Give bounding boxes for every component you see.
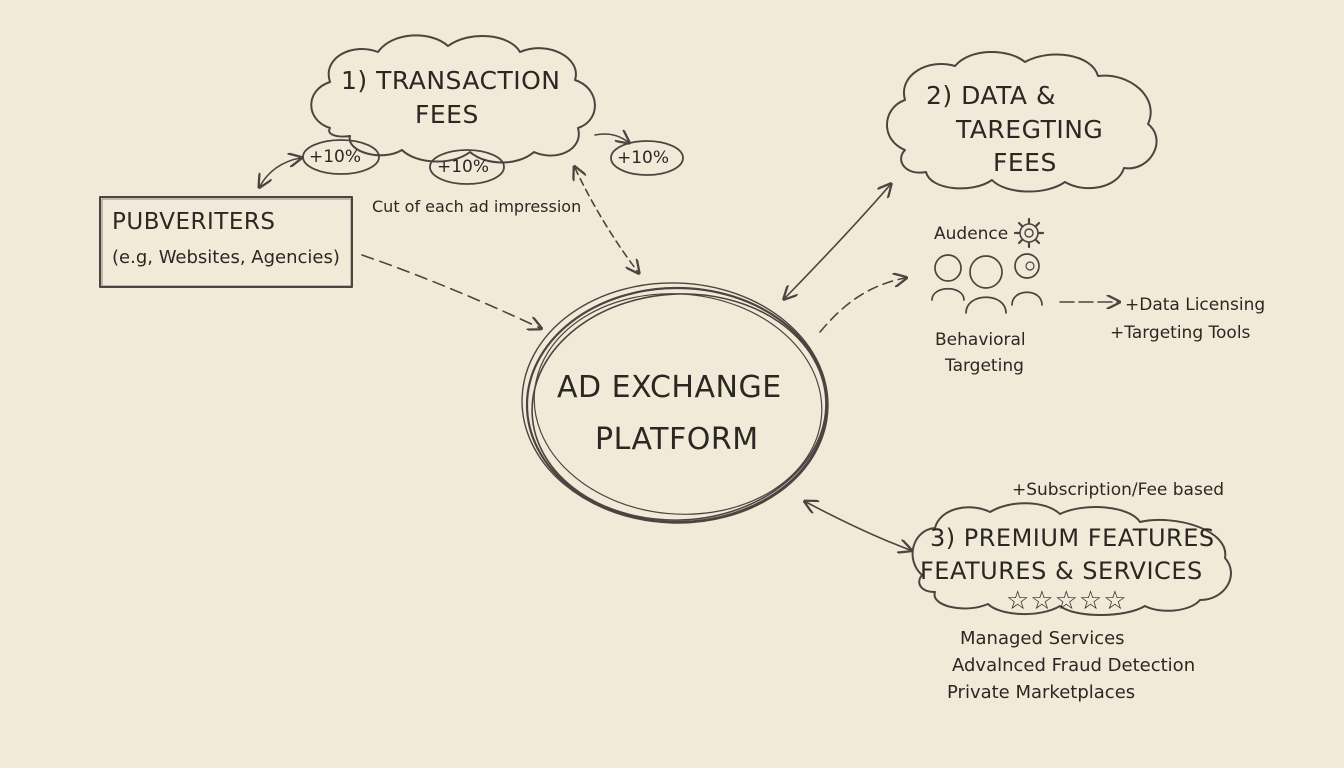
- premium-item-2: Advalnced Fraud Detection: [952, 655, 1196, 676]
- transaction-caption: Cut of each ad impression: [372, 197, 582, 216]
- publishers-subtitle: (e.g, Websites, Agencies): [112, 247, 340, 268]
- arrow-badge-to-publishers: [260, 158, 300, 186]
- premium-item-3: Private Marketplaces: [947, 682, 1136, 703]
- people-icon: [931, 253, 1043, 314]
- fee-badge-oval-2: [429, 149, 505, 185]
- fee-badge-2: +10%: [437, 157, 490, 177]
- premium-title-line1: 3) PREMIUM FEATURES: [930, 524, 1215, 552]
- data-title-line1: 2) DATA &: [926, 81, 1056, 110]
- arrow-center-to-premium: [806, 502, 910, 550]
- audience-label: Audence: [934, 224, 1009, 244]
- transaction-title-line1: 1) TRANSACTION: [341, 66, 561, 95]
- data-title-line3: FEES: [993, 148, 1057, 177]
- center-title-line1: AD EXCHANGE: [557, 370, 782, 405]
- premium-subscription: +Subscription/Fee based: [1012, 480, 1225, 500]
- premium-cloud: [911, 502, 1232, 616]
- premium-item-1: Managed Services: [960, 628, 1125, 649]
- behavioral-line1: Behavioral: [935, 330, 1026, 350]
- arrow-cloud-to-badge: [594, 134, 628, 142]
- data-extra-2: +Targeting Tools: [1110, 323, 1251, 343]
- publishers-box: [99, 196, 353, 288]
- arrow-cloud-to-center: [575, 168, 638, 272]
- fee-badge-1: +10%: [309, 147, 362, 167]
- premium-title-line2: FEATURES & SERVICES: [920, 557, 1203, 585]
- transaction-cloud: [310, 34, 596, 164]
- arrow-center-to-data-cloud: [785, 185, 890, 298]
- behavioral-line2: Targeting: [945, 356, 1024, 376]
- fee-badge-3: +10%: [617, 148, 670, 168]
- fee-badge-oval-3: [610, 140, 684, 176]
- center-title-line2: PLATFORM: [595, 422, 759, 457]
- premium-stars: ☆☆☆☆☆: [1006, 586, 1128, 616]
- arrow-center-to-audience: [819, 278, 905, 333]
- transaction-title-line2: FEES: [415, 100, 479, 129]
- data-title-line2: TAREGTING: [956, 115, 1104, 144]
- arrow-publishers-to-center: [361, 254, 540, 328]
- center-ellipse: [521, 282, 829, 524]
- publishers-title: PUBVERITERS: [112, 209, 276, 235]
- data-cloud: [886, 51, 1158, 193]
- gear-icon: [1013, 217, 1045, 249]
- data-extra-1: +Data Licensing: [1125, 295, 1266, 315]
